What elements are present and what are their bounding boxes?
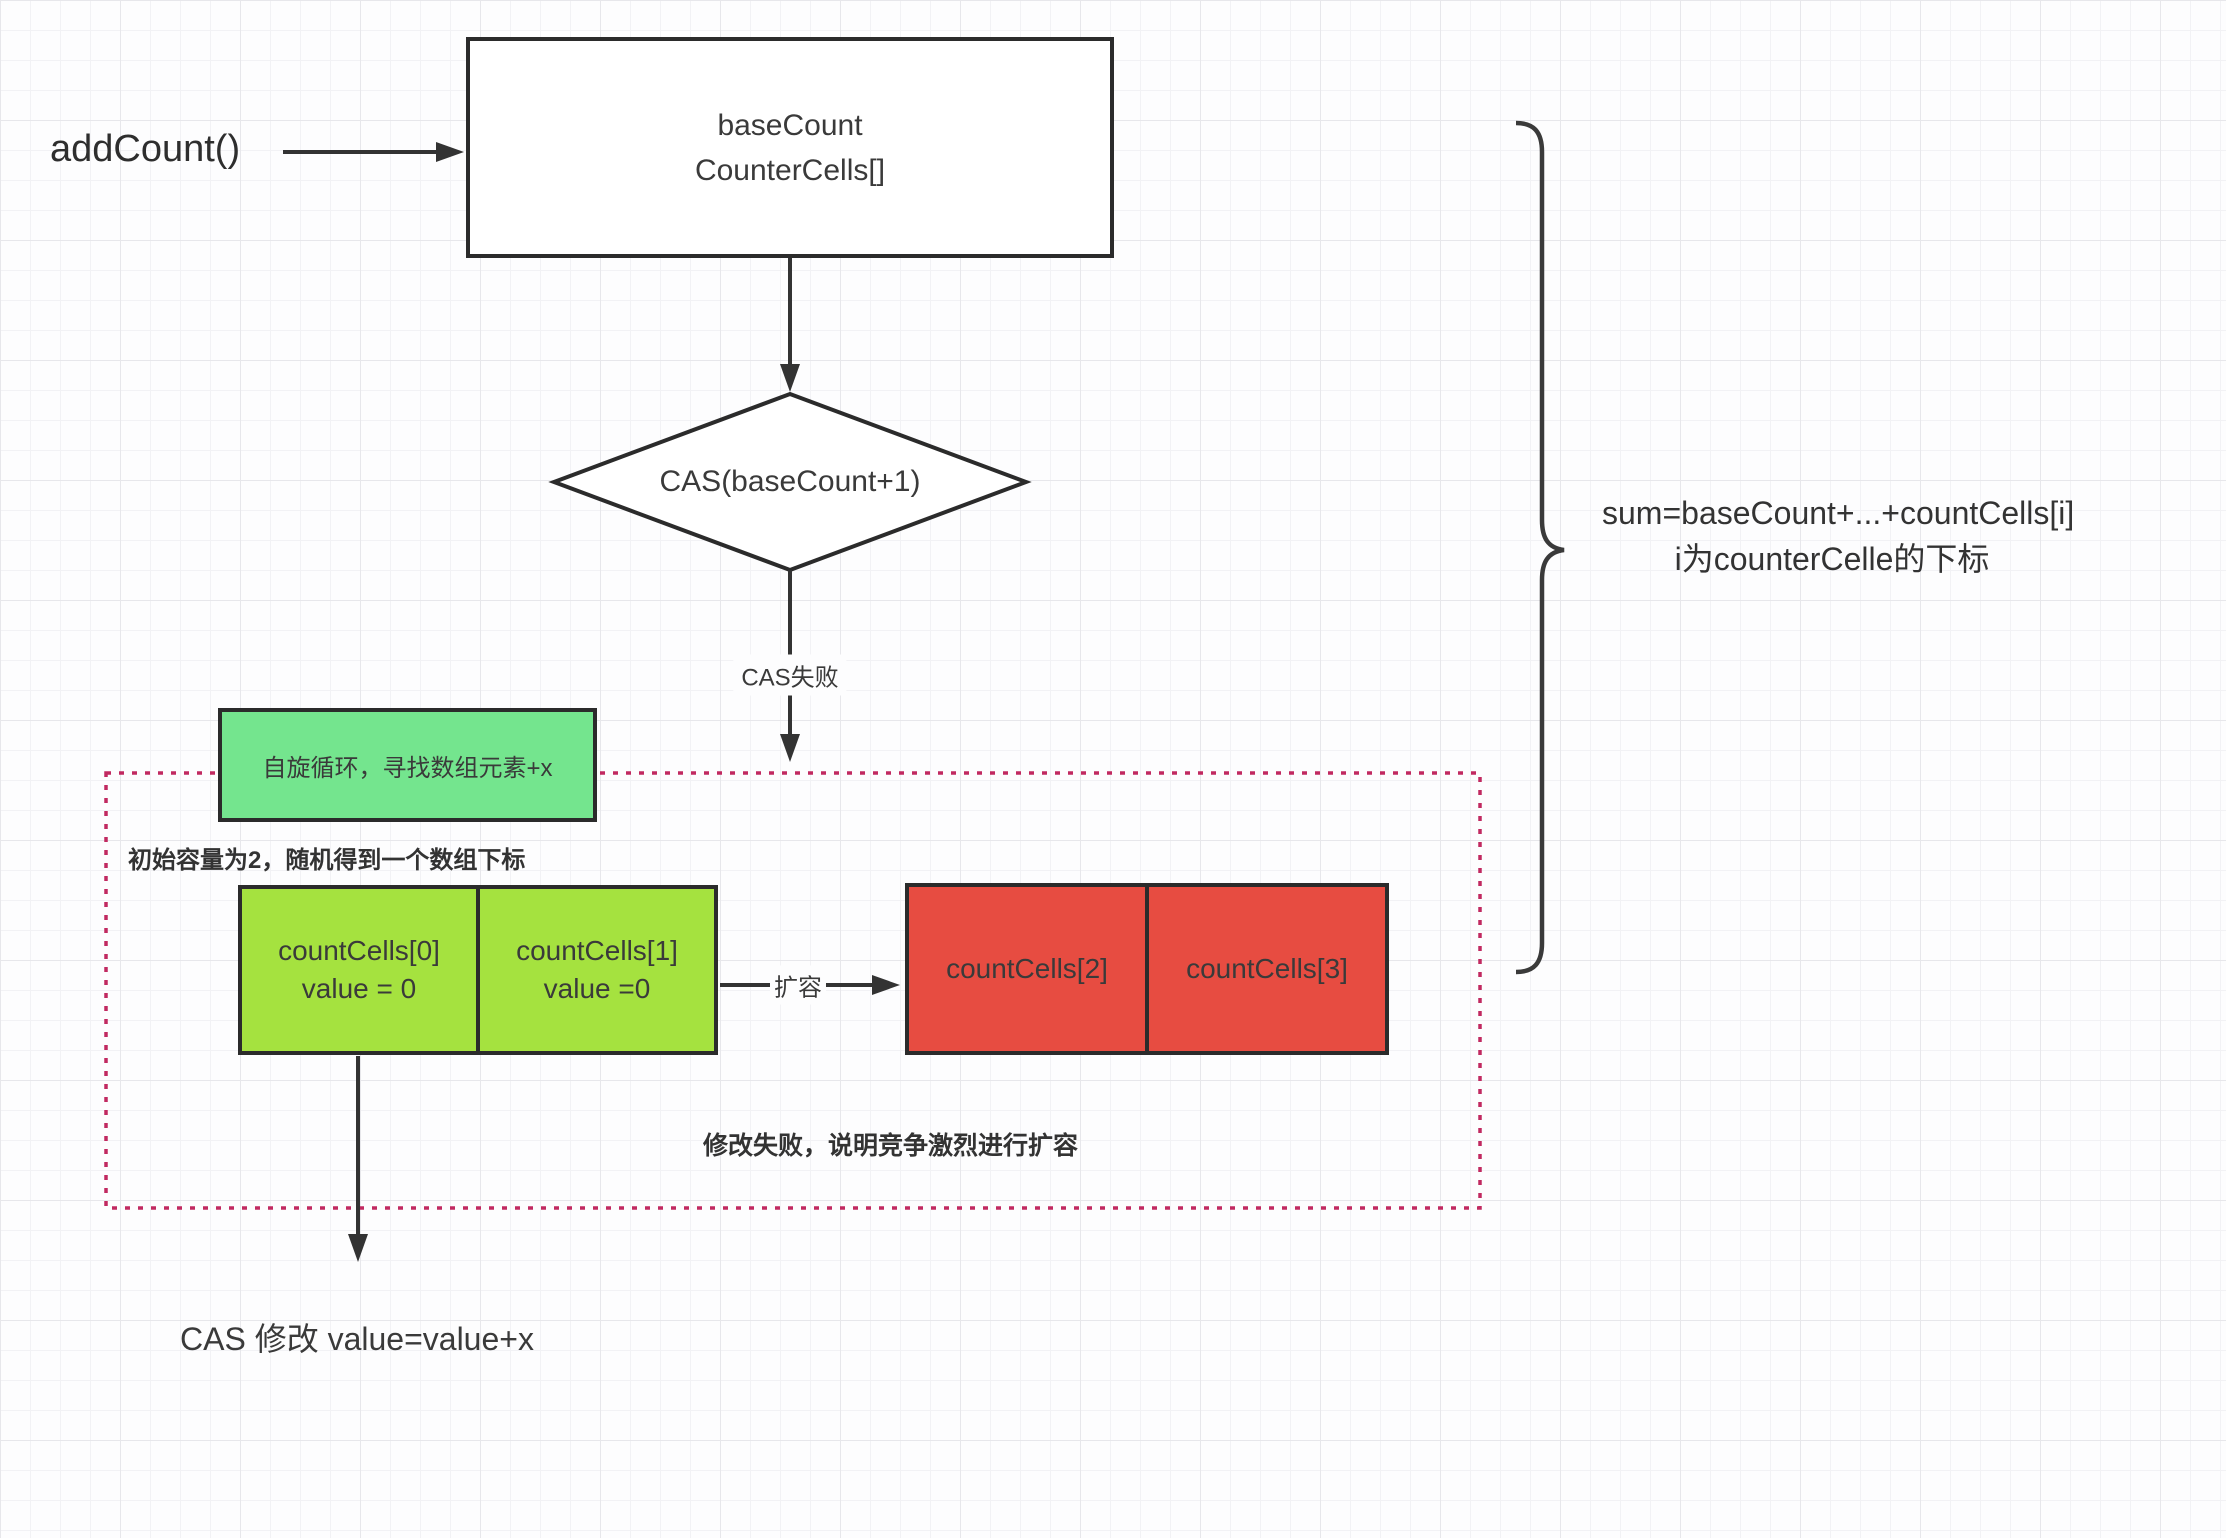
cas-diamond-label: CAS(baseCount+1) [659, 465, 921, 498]
sum-formula-line2: i为counterCelle的下标 [1674, 541, 1990, 577]
spin-loop-label: 自旋循环，寻找数组元素+x [262, 754, 553, 782]
cas-modify-label: CAS 修改 value=value+x [180, 1321, 534, 1357]
countcells-1-name: countCells[1] [516, 935, 678, 966]
expanded-cells-array: countCells[2] countCells[3] [905, 883, 1389, 1055]
arrow-addcount-to-basebox-icon [283, 142, 464, 162]
basecount-box: baseCount CounterCells[] [466, 37, 1114, 258]
countcells-2-cell: countCells[2] [909, 887, 1145, 1051]
basecount-box-line1: baseCount [717, 108, 863, 142]
countcells-3-cell: countCells[3] [1145, 887, 1385, 1051]
contention-note: 修改失败，说明竞争激烈进行扩容 [703, 1132, 1079, 1160]
initial-cells-array: countCells[0] value = 0 countCells[1] va… [238, 885, 718, 1055]
arrow-cas-modify-icon [348, 1056, 368, 1262]
countcells-2-name: countCells[2] [946, 953, 1108, 984]
spin-loop-box: 自旋循环，寻找数组元素+x [218, 708, 597, 822]
countcells-0-name: countCells[0] [278, 935, 440, 966]
expansion-group-dotted-border [104, 771, 1482, 1210]
arrow-basebox-to-diamond-icon [780, 258, 800, 392]
countcells-0-value: value = 0 [301, 973, 417, 1004]
sum-brace-icon [1515, 120, 1565, 975]
countcells-3-name: countCells[3] [1186, 953, 1348, 984]
countcells-1-value: value =0 [543, 973, 651, 1004]
arrow-cas-fail-icon [780, 570, 800, 762]
addcount-label: addCount() [50, 128, 241, 170]
sum-formula-line1: sum=baseCount+...+countCells[i] [1602, 495, 2075, 531]
countcells-1-cell: countCells[1] value =0 [476, 889, 714, 1051]
sum-formula-note: sum=baseCount+...+countCells[i] i为counte… [1602, 490, 2075, 582]
countcells-0-cell: countCells[0] value = 0 [242, 889, 476, 1051]
basecount-box-line2: CounterCells[] [694, 153, 886, 187]
initial-capacity-note: 初始容量为2，随机得到一个数组下标 [128, 847, 526, 874]
expand-arrow-label: 扩容 [770, 965, 826, 1005]
cas-fail-label: CAS失败 [733, 654, 847, 696]
